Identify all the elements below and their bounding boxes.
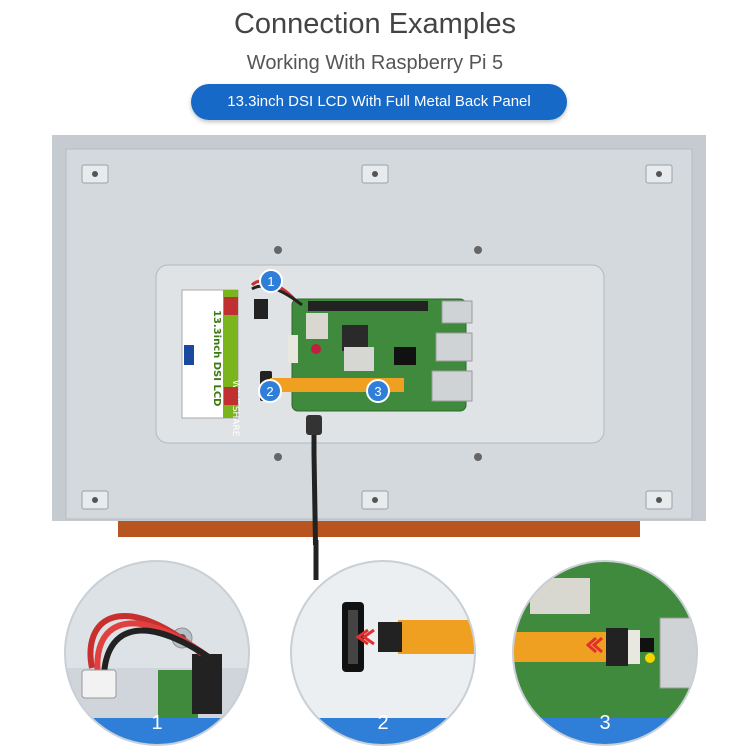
page-subtitle: Working With Raspberry Pi 5 (246, 52, 504, 74)
callout-3-zoom (512, 560, 698, 746)
power-connector-red-2 (224, 387, 238, 405)
product-banner: 13.3inch DSI LCD With Full Metal Back Pa… (191, 84, 567, 120)
callout-3-label: 3 (599, 712, 611, 734)
step-badge-2: 2 (258, 379, 282, 403)
usb-c-cable (311, 423, 319, 545)
usb-c-plug (306, 415, 322, 435)
mounting-holes (81, 164, 673, 510)
page-title: Connection Examples (233, 8, 517, 40)
step-badge-1: 1 (259, 269, 283, 293)
lcd-back-panel-illustration: WAVESHARE 13.3inch DSI LCD 1 2 3 (52, 135, 706, 545)
callout-1-zoom (64, 560, 250, 746)
callout-2-zoom (290, 560, 476, 746)
svg-text:1: 1 (267, 274, 274, 289)
svg-text:3: 3 (374, 384, 381, 399)
step-badge-3: 3 (366, 379, 390, 403)
usb-c-cable-lower (313, 540, 319, 580)
power-header-black (254, 299, 268, 319)
callout-2-label: 2 (377, 712, 389, 734)
callout-1-label: 1 (151, 712, 163, 734)
sticker-brand: WAVESHARE (230, 380, 240, 437)
power-connector-red (224, 297, 238, 315)
sticker-product: 13.3inch DSI LCD (211, 310, 222, 406)
svg-text:2: 2 (266, 384, 273, 399)
